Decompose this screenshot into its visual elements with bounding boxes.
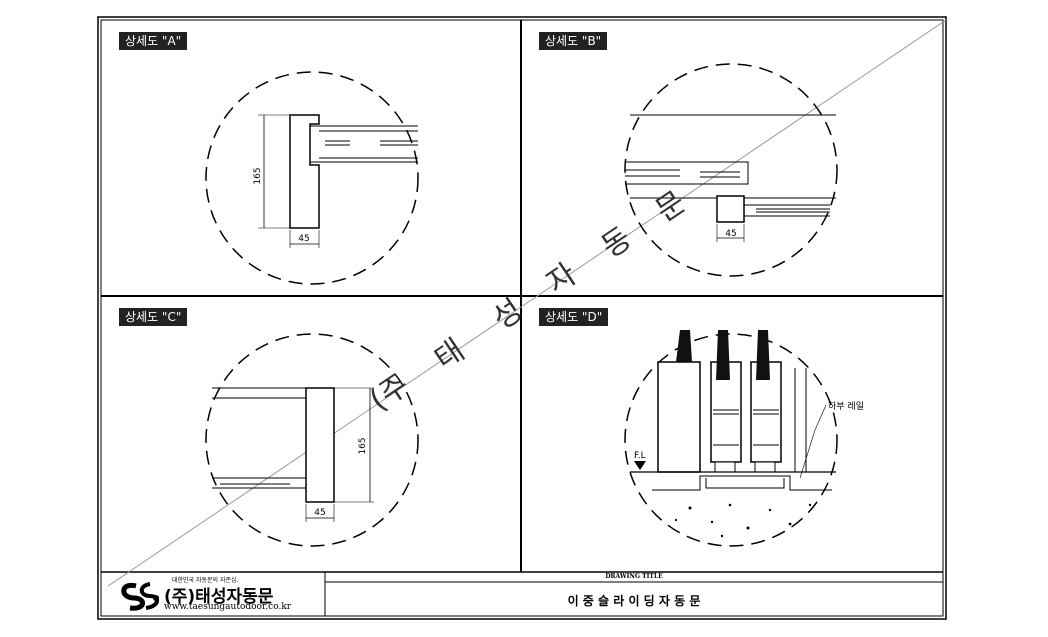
detail-c-frame-section — [305, 387, 335, 503]
detail-b-dim-width: 45 — [725, 229, 736, 239]
detail-a-frame-section — [289, 114, 320, 229]
detail-c-circle — [205, 333, 419, 547]
detail-b-frame-section — [716, 195, 745, 223]
detail-b: 45 — [624, 63, 838, 277]
detail-d: 하부 레일 F.L — [624, 330, 864, 547]
watermark-diagonal — [107, 19, 947, 587]
detail-c: 165 45 — [205, 333, 419, 547]
detail-c-dim-height: 165 — [358, 437, 368, 454]
detail-d-concrete-hatch — [674, 503, 812, 538]
detail-a-circle — [205, 71, 419, 285]
detail-a-dim-width: 45 — [298, 234, 309, 244]
detail-a-label: 상세도 "A" — [119, 32, 188, 50]
company-website: www.taesungautodoor.co.kr — [164, 602, 292, 612]
detail-d-circle — [624, 333, 838, 547]
drawing-title-caption: DRAWING TITLE — [605, 573, 663, 580]
detail-d-rail-note: 하부 레일 — [828, 401, 864, 412]
detail-c-dim-width: 45 — [314, 508, 325, 518]
detail-d-fl-mark: F.L — [634, 451, 646, 461]
drawing-title: 이 중 슬 라 이 딩 자 동 문 — [567, 594, 701, 608]
company-name: (주)태성자동문 — [164, 587, 274, 607]
company-tagline: 대한민국 자동문의 자존심. — [172, 577, 239, 584]
company-logo — [121, 582, 159, 611]
detail-b-label: 상세도 "B" — [539, 32, 608, 50]
detail-d-fixed-leaf — [657, 361, 701, 473]
detail-c-label: 상세도 "C" — [119, 308, 188, 326]
detail-a: 165 45 — [205, 71, 419, 285]
detail-d-label: 상세도 "D" — [539, 308, 609, 326]
sheet-frame — [97, 16, 947, 620]
detail-a-dim-height: 165 — [253, 167, 263, 184]
